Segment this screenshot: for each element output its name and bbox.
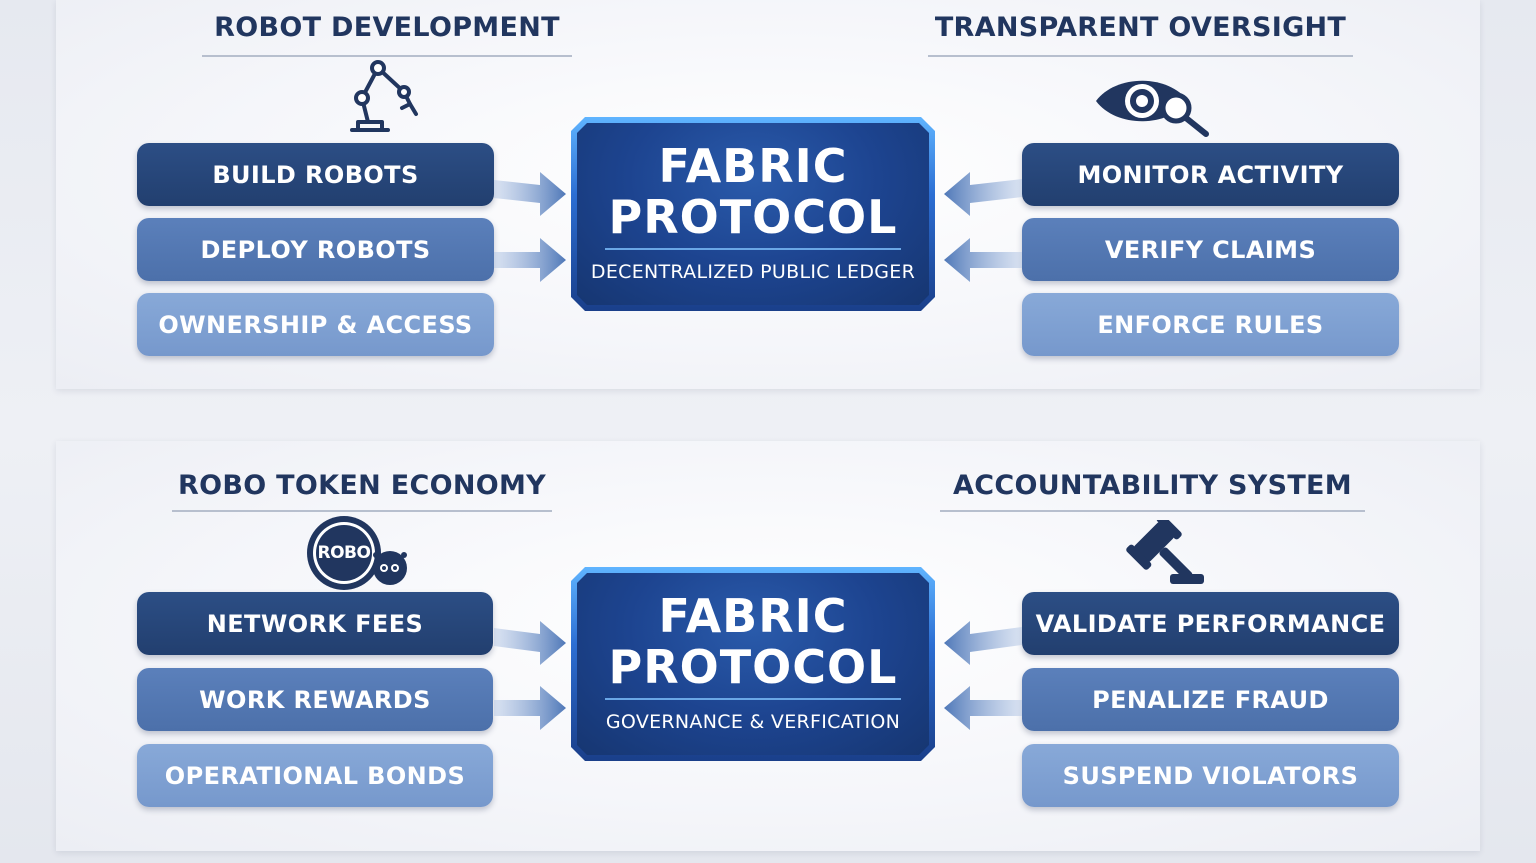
network-fees-pill: NETWORK FEES [137, 592, 493, 655]
hub-title-line1: FABRIC [658, 589, 848, 643]
hub-divider [605, 248, 901, 250]
heading-underline [172, 510, 552, 512]
robo-token-economy-heading: ROBO TOKEN ECONOMY [178, 470, 546, 501]
arrow-fees-to-hub [494, 621, 566, 665]
suspend-violators-pill: SUSPEND VIOLATORS [1022, 744, 1399, 807]
hub-subtitle: GOVERNANCE & VERFICATION [605, 711, 901, 733]
heading-underline [940, 510, 1365, 512]
arrow-hub-to-validate [944, 621, 1022, 665]
arrow-build-to-hub [494, 172, 566, 216]
arrow-hub-to-verify [944, 238, 1022, 282]
work-rewards-pill: WORK REWARDS [137, 668, 493, 731]
hub-title: FABRIC PROTOCOL [577, 591, 929, 693]
fabric-protocol-hub: FABRIC PROTOCOL GOVERNANCE & VERFICATION [571, 567, 935, 761]
arrow-hub-to-penalize [944, 686, 1022, 730]
heading-underline [202, 55, 572, 57]
validate-performance-pill: VALIDATE PERFORMANCE [1022, 592, 1399, 655]
gavel-icon [1126, 520, 1204, 584]
enforce-rules-pill: ENFORCE RULES [1022, 293, 1399, 356]
transparent-oversight-heading: TRANSPARENT OVERSIGHT [934, 12, 1347, 43]
hub-title-line1: FABRIC [658, 139, 848, 193]
monitor-activity-pill: MONITOR ACTIVITY [1022, 143, 1399, 206]
heading-underline [928, 55, 1353, 57]
robo-token-label: ROBO [316, 525, 372, 581]
penalize-fraud-pill: PENALIZE FRAUD [1022, 668, 1399, 731]
arrow-rewards-to-hub [494, 686, 566, 730]
deploy-robots-pill: DEPLOY ROBOTS [137, 218, 494, 281]
arrow-hub-to-monitor [944, 172, 1022, 216]
hub-divider [605, 698, 901, 700]
hub-title-line2: PROTOCOL [608, 190, 898, 244]
fabric-protocol-hub: FABRIC PROTOCOL DECENTRALIZED PUBLIC LED… [571, 117, 935, 311]
hub-subtitle: DECENTRALIZED PUBLIC LEDGER [590, 261, 916, 283]
accountability-system-heading: ACCOUNTABILITY SYSTEM [953, 470, 1352, 501]
eye-magnifier-icon [1096, 80, 1209, 137]
robot-mascot-icon [373, 551, 407, 585]
robo-token-icon: ROBO [307, 516, 381, 590]
robot-development-heading: ROBOT DEVELOPMENT [214, 12, 560, 43]
hub-title: FABRIC PROTOCOL [577, 141, 929, 243]
operational-bonds-pill: OPERATIONAL BONDS [137, 744, 493, 807]
verify-claims-pill: VERIFY CLAIMS [1022, 218, 1399, 281]
arrow-deploy-to-hub [494, 238, 566, 282]
hub-title-line2: PROTOCOL [608, 640, 898, 694]
robot-arm-icon [350, 60, 418, 132]
ownership-access-pill: OWNERSHIP & ACCESS [137, 293, 494, 356]
build-robots-pill: BUILD ROBOTS [137, 143, 494, 206]
